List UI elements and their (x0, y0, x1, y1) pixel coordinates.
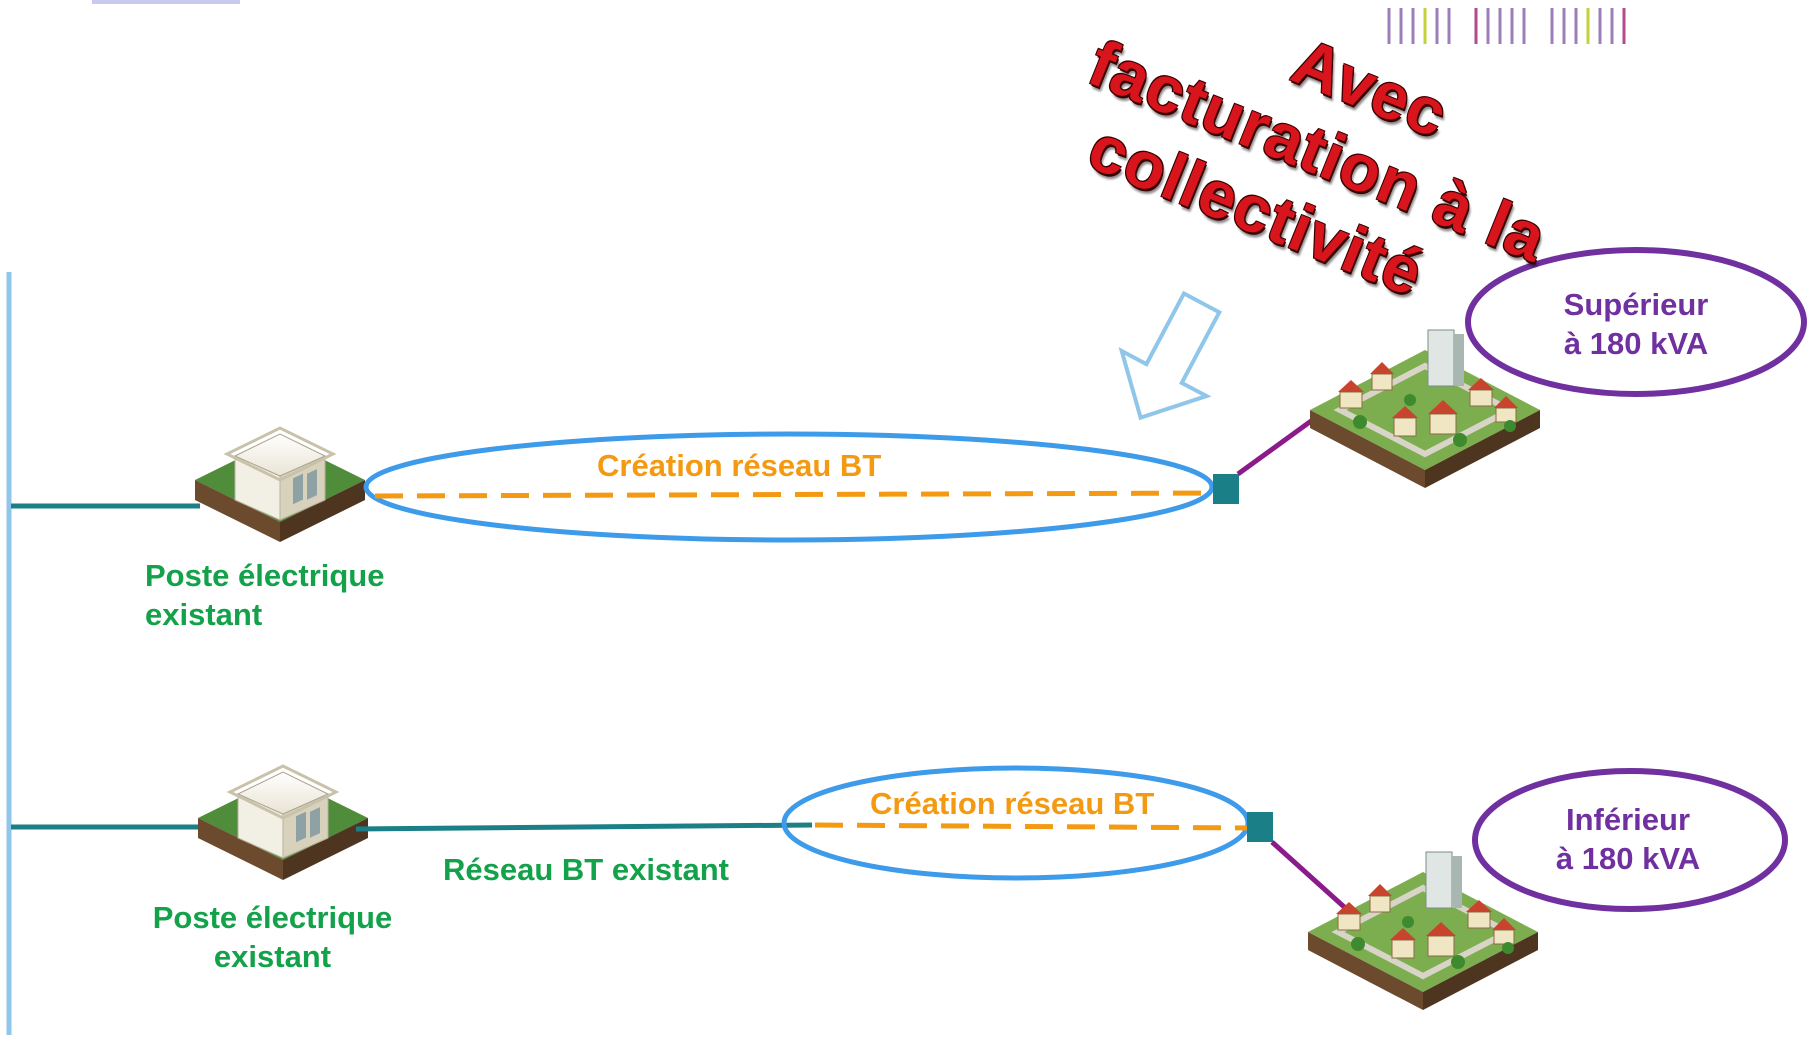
top-new-network-dashed (374, 490, 1223, 499)
bottom-substation-label-line2: existant (213, 939, 332, 974)
existing-network-label: Réseau BT existant (443, 852, 729, 887)
top-power-label: Supérieur à 180 kVA (1532, 285, 1740, 363)
bottom-power-label-line1: Inférieur (1565, 802, 1691, 837)
top-branch-line (1236, 413, 1320, 477)
bottom-connection-point (1247, 812, 1273, 842)
down-arrow-icon (1118, 290, 1223, 421)
top-network-ellipse (363, 431, 1215, 543)
top-power-label-line2: à 180 kVA (1563, 326, 1709, 361)
top-substation-label-line2: existant (145, 597, 263, 632)
bottom-new-network-dashed (814, 822, 1251, 831)
bottom-existing-network (355, 822, 813, 832)
town-icon (1308, 852, 1538, 1010)
substation-icon (196, 764, 370, 882)
bottom-substation-label: Poste électrique existant (140, 898, 405, 976)
barcode-decoration (1387, 8, 1626, 44)
bottom-power-label-line2: à 180 kVA (1555, 841, 1701, 876)
top-connection-point (1213, 474, 1239, 504)
bottom-substation-label-line1: Poste électrique (152, 900, 393, 935)
town-icon (1310, 330, 1540, 488)
bottom-power-label: Inférieur à 180 kVA (1518, 800, 1738, 878)
top-power-oval (1465, 247, 1807, 397)
top-network-label: Création réseau BT (597, 448, 882, 483)
bottom-branch-line (1270, 840, 1354, 916)
bottom-network-label: Création réseau BT (870, 786, 1155, 821)
corner-tab (92, 0, 240, 4)
top-substation-label-line1: Poste électrique (145, 558, 385, 593)
top-substation-label: Poste électrique existant (145, 556, 384, 634)
top-power-label-line1: Supérieur (1563, 287, 1709, 322)
substation-icon (193, 426, 367, 544)
bottom-power-oval (1472, 768, 1788, 912)
